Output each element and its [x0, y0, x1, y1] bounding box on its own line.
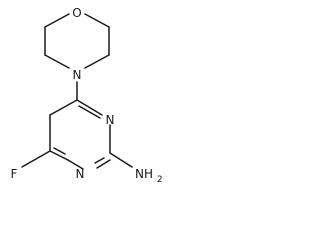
amine-subscript: 2: [157, 175, 163, 185]
ring-nitrogen-lower-label: N: [76, 167, 85, 181]
bond-c4-c5-top: [49, 99, 78, 116]
bond-c6-c5-double: [53, 147, 66, 155]
atom-labels: O N N N F NH 2: [11, 6, 163, 185]
bond-c-n-left: [44, 54, 70, 69]
fluorine-label: F: [11, 167, 18, 181]
bond-c2-nh2: [109, 152, 133, 168]
morpholine-oxygen-label: O: [72, 6, 81, 20]
bond-c-n-right: [84, 54, 110, 69]
bond-o-c-right: [84, 13, 110, 28]
bond-c4-n3-double: [78, 105, 101, 119]
amine-text: NH: [135, 167, 153, 181]
bonds: [21, 13, 133, 170]
bond-o-c-left: [44, 13, 70, 28]
amine-label: NH 2: [135, 167, 163, 185]
ring-nitrogen-upper-label: N: [106, 113, 115, 127]
bond-c6-c5: [49, 150, 69, 161]
chemical-structure: O N N N F NH 2: [11, 6, 163, 185]
bond-c6-f: [21, 150, 51, 168]
bond-n1-c6: [67, 159, 84, 170]
bond-c2-n1-double: [94, 157, 105, 164]
bond-c4-n3: [76, 99, 103, 116]
morpholine-nitrogen-label: N: [73, 68, 82, 82]
bond-c2-n1: [96, 159, 111, 169]
